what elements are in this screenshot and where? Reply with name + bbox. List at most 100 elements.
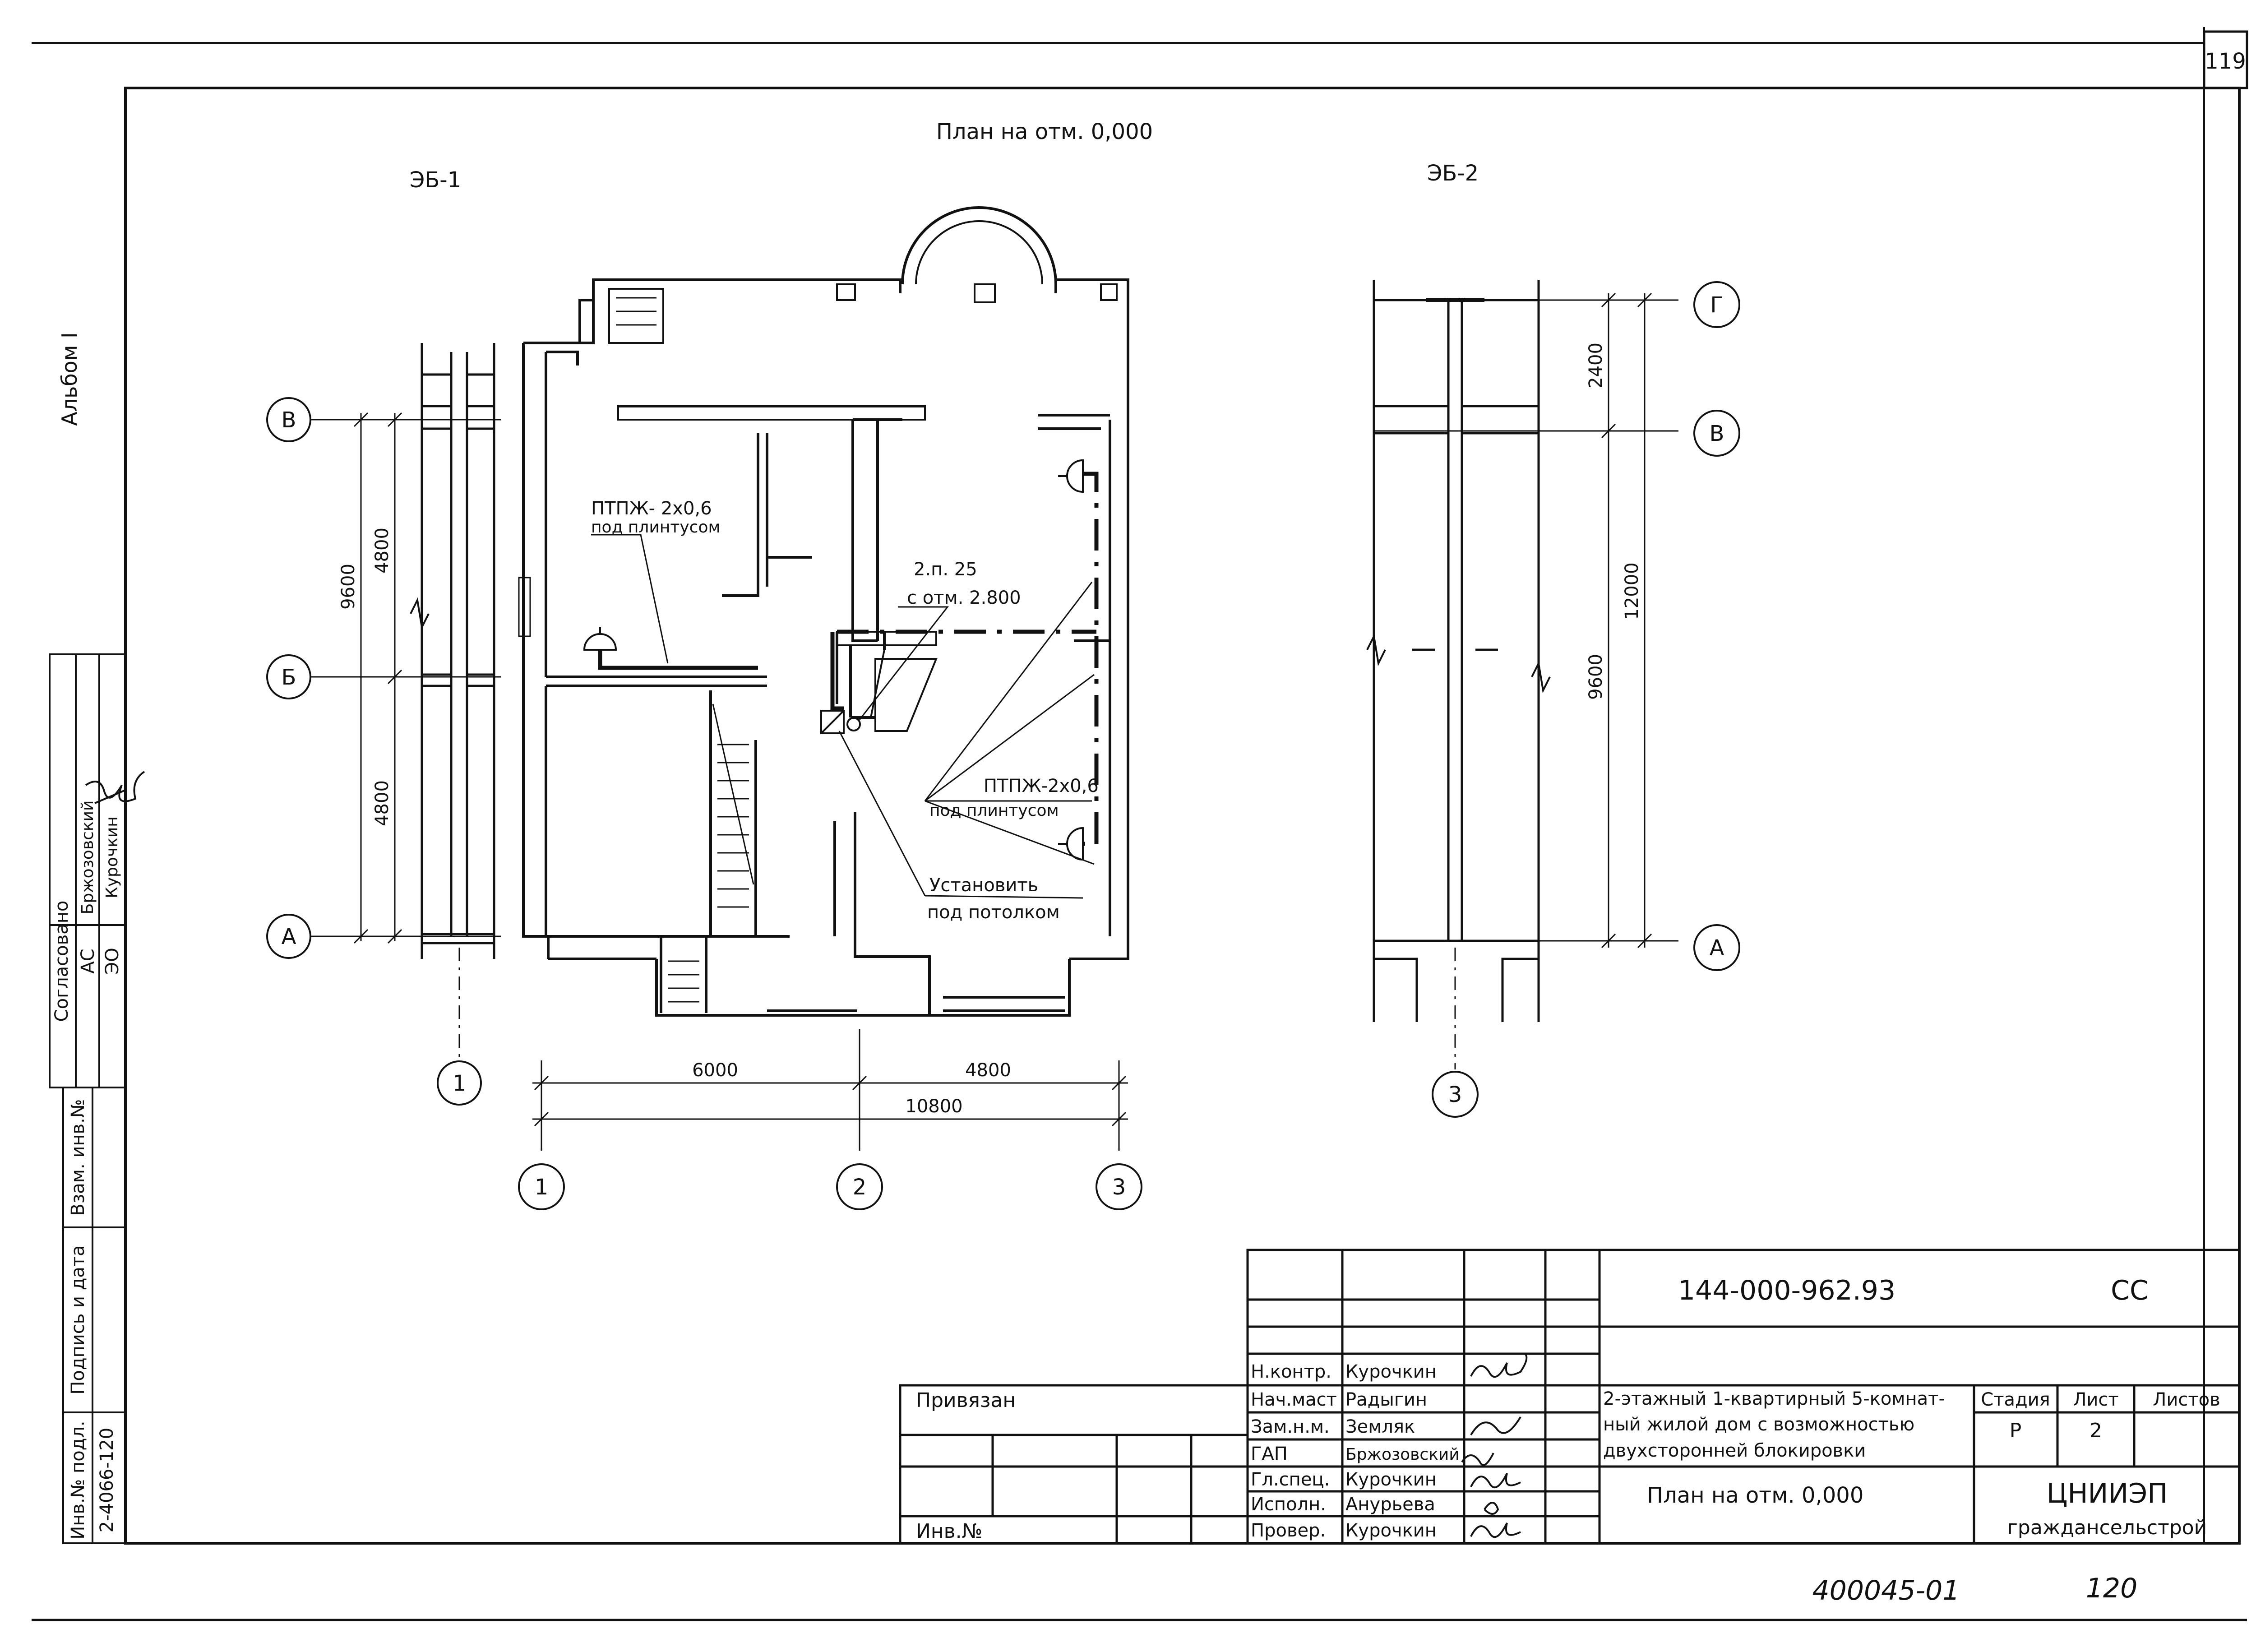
approval-signature [85, 771, 145, 804]
floor-plan [518, 206, 1129, 1017]
stamp-inv-value: 2-4066-120 [97, 1428, 117, 1532]
cable-2-line1: ПТПЖ-2х0,6 [984, 776, 1099, 796]
dim-left-lower: 4800 [372, 780, 393, 826]
project-line-1: 2-этажный 1-квартирный 5-комнат- [1603, 1388, 1945, 1409]
sheet-value: 2 [2090, 1419, 2102, 1442]
conduit-line1: 2.п. 25 [914, 559, 977, 580]
staff-role-1: Н.контр. [1251, 1361, 1331, 1382]
axis-label-bottom-2: 2 [853, 1175, 867, 1200]
right-section-breaks [1366, 633, 1551, 694]
wiring [598, 472, 1099, 846]
dim-bottom-right: 4800 [965, 1060, 1011, 1081]
dim-bottom-total: 10800 [905, 1096, 962, 1117]
album-label: Альбом I [57, 332, 82, 426]
staff-name-1: Курочкин [1345, 1361, 1437, 1382]
staff-role-7: Провер. [1251, 1520, 1326, 1541]
staff-role-6: Исполн. [1251, 1494, 1326, 1515]
panel-box-device [820, 710, 861, 734]
staff-name-7: Курочкин [1345, 1520, 1437, 1541]
sheet-title-block: План на отм. 0,000 [1647, 1483, 1863, 1508]
staff-role-3: Зам.н.м. [1251, 1416, 1330, 1437]
left-section [421, 343, 495, 959]
staff-name-6: Анурьева [1345, 1494, 1435, 1515]
title-block-grid [899, 1249, 2241, 1545]
axis-label-section-3: 3 [1448, 1082, 1462, 1107]
axis-label-right-a: А [1710, 935, 1724, 961]
axis-label-section-1: 1 [453, 1071, 467, 1096]
staff-name-2: Радыгин [1345, 1389, 1427, 1410]
plan-title: План на отм. 0,000 [936, 119, 1153, 144]
axis-label-bottom-1: 1 [535, 1175, 549, 1200]
bound-label: Привязан [916, 1389, 1016, 1412]
cable-2-line2: под плинтусом [929, 801, 1059, 820]
staff-name-3: Земляк [1345, 1416, 1415, 1437]
install-line1: Установить [929, 875, 1038, 896]
axis-label-left-a: А [282, 924, 296, 949]
sheets-header: Листов [2153, 1389, 2220, 1410]
doc-mark: СС [2111, 1275, 2149, 1306]
staff-name-5: Курочкин [1345, 1469, 1437, 1490]
sheet-header: Лист [2073, 1389, 2118, 1410]
left-section-break [410, 597, 430, 630]
leader-lines [591, 534, 1095, 899]
axis-label-right-v: В [1710, 421, 1724, 446]
axis-bubble-bottom-2: 2 [836, 1163, 883, 1210]
approval-name-1: Бржозовский [79, 801, 97, 915]
staff-role-2: Нач.маст [1251, 1389, 1337, 1410]
plan-label-right: ЭБ-2 [1427, 161, 1479, 186]
axis-label-right-g: Г [1710, 292, 1723, 318]
axis-bubble-bottom-3: 3 [1096, 1163, 1142, 1210]
inv-label: Инв.№ [916, 1520, 982, 1543]
right-dim-lines [1374, 292, 1678, 1069]
axis-bubble-right-g: Г [1693, 281, 1740, 328]
axis-bubble-left-v: В [266, 397, 352, 442]
project-line-3: двухсторонней блокировки [1603, 1440, 1866, 1461]
org-line-1: ЦНИИЭП [2047, 1478, 2168, 1509]
org-line-2: граждансельстрой [2007, 1516, 2207, 1539]
dim-right-top: 2400 [1586, 342, 1606, 389]
axis-label-bottom-3: 3 [1112, 1175, 1126, 1200]
approval-title: Согласовано [51, 901, 72, 1022]
approval-dept-2: ЭО [102, 948, 123, 974]
dim-right-total: 12000 [1622, 562, 1642, 620]
sheet-frame [32, 27, 2248, 1621]
doc-code: 144-000-962.93 [1678, 1275, 1895, 1306]
axis-bubble-left-a: А [266, 914, 352, 959]
axis-bubble-right-v: В [1693, 410, 1740, 457]
staff-signatures [1461, 1353, 1528, 1538]
sheet-number: 119 [2205, 49, 2246, 74]
cable-1-line1: ПТПЖ- 2х0,6 [591, 498, 712, 519]
right-section [1373, 280, 1540, 1022]
staff-name-4: Бржозовский [1345, 1445, 1460, 1464]
dim-bottom-left: 6000 [692, 1060, 738, 1081]
bottom-page: 120 [2086, 1573, 2138, 1604]
stamp-col3: Взам. инв.№ [68, 1099, 88, 1216]
lamp-right-top-device [1058, 459, 1084, 493]
axis-bubble-left-b: Б [266, 654, 352, 699]
dim-left-total: 9600 [338, 564, 359, 610]
axis-bubble-section-1: 1 [437, 948, 482, 1106]
stamp-col1: Инв.№ подл. [68, 1421, 88, 1539]
conduit-line2: с отм. 2.800 [907, 588, 1021, 608]
project-line-2: ный жилой дом с возможностью [1603, 1414, 1914, 1435]
lamp-left-device [583, 627, 617, 651]
left-dim-lines [352, 412, 501, 944]
plan-label-left: ЭБ-1 [410, 167, 461, 193]
dim-right-lower: 9600 [1586, 654, 1606, 700]
stage-value: Р [2010, 1419, 2022, 1442]
install-line2: под потолком [927, 902, 1060, 923]
staff-role-5: Гл.спец. [1251, 1469, 1330, 1490]
cable-1-line2: под плинтусом [591, 518, 721, 537]
stage-header: Стадия [1981, 1389, 2050, 1410]
axis-bubble-right-a: А [1693, 924, 1740, 971]
approval-dept-1: АС [78, 949, 98, 973]
axis-bubble-bottom-1: 1 [518, 1163, 565, 1210]
approval-name-2: Курочкин [103, 816, 121, 898]
bottom-code: 400045-01 [1812, 1575, 1960, 1606]
side-stamp [62, 1087, 126, 1544]
stair-treads [616, 297, 754, 1003]
bottom-dim-lines [532, 1029, 1128, 1151]
staff-role-4: ГАП [1251, 1444, 1288, 1464]
stamp-col2: Подпись и дата [68, 1245, 88, 1394]
